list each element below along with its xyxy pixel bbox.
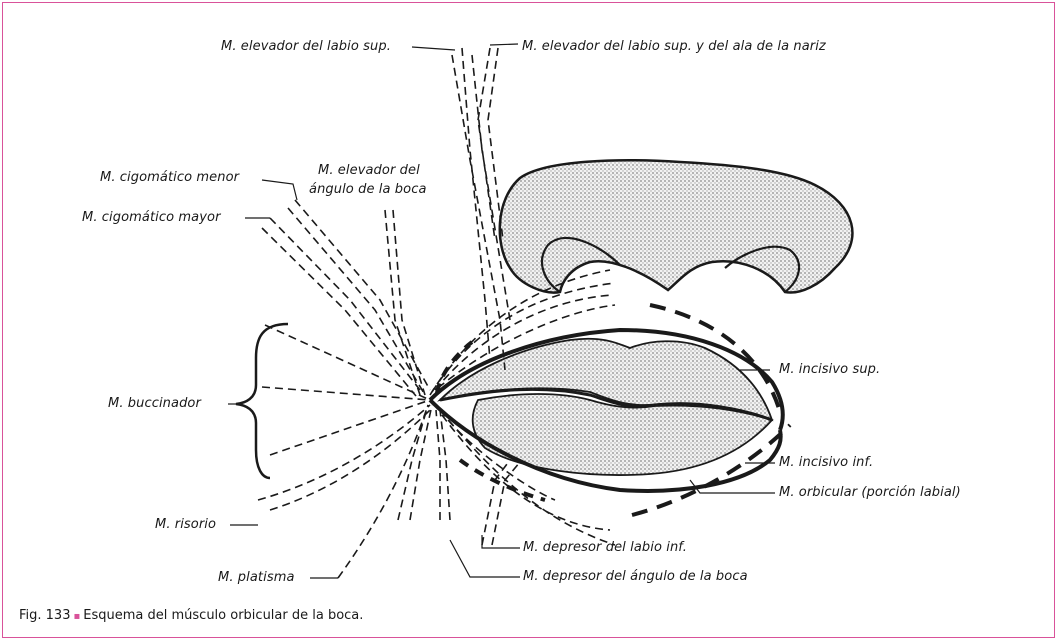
label-incisivo-sup: M. incisivo sup. <box>779 362 880 377</box>
label-platisma: M. platisma <box>218 570 295 585</box>
label-elevador-labio-ala-nariz: M. elevador del labio sup. y del ala de … <box>522 39 826 54</box>
muscle-bundles <box>258 48 615 578</box>
figure-caption: Fig. 133▪Esquema del músculo orbicular d… <box>19 608 363 623</box>
label-elevador-labio-sup: M. elevador del labio sup. <box>221 39 391 54</box>
leader-lines <box>228 44 775 578</box>
buccinador-brace <box>236 324 288 478</box>
label-buccinador: M. buccinador <box>108 396 201 411</box>
label-cigomatico-mayor: M. cigomático mayor <box>82 210 221 225</box>
label-depresor-labio-inf: M. depresor del labio inf. <box>523 540 687 555</box>
label-risorio: M. risorio <box>155 517 216 532</box>
figure-number: Fig. 133 <box>19 608 70 623</box>
nose-shape <box>500 160 853 292</box>
label-elevador-angulo-line1: M. elevador del <box>318 163 420 178</box>
label-depresor-angulo: M. depresor del ángulo de la boca <box>523 569 748 584</box>
label-elevador-angulo-line2: ángulo de la boca <box>309 182 427 197</box>
label-incisivo-inf: M. incisivo inf. <box>779 455 873 470</box>
label-cigomatico-menor: M. cigomático menor <box>100 170 239 185</box>
label-orbicular: M. orbicular (porción labial) <box>779 485 961 500</box>
caption-separator: ▪ <box>70 611 83 622</box>
caption-text: Esquema del músculo orbicular de la boca… <box>83 608 363 623</box>
